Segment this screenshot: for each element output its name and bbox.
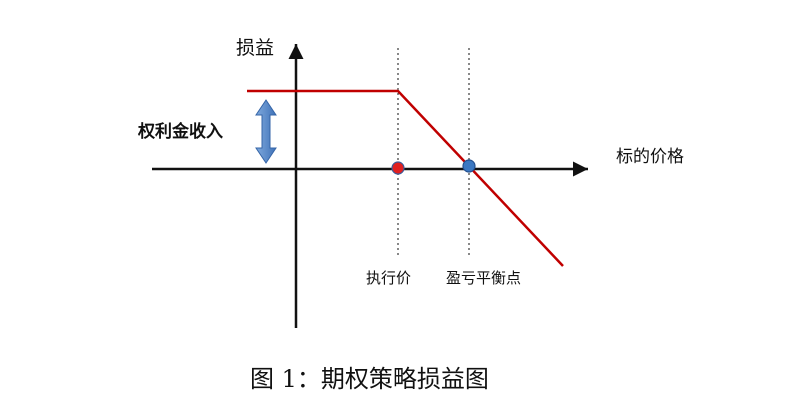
breakeven-point	[462, 159, 476, 173]
figure-caption: 图 1：期权策略损益图	[250, 365, 489, 393]
y-axis-label: 损益	[236, 37, 274, 59]
x-axis-label: 标的价格	[616, 147, 684, 167]
premium-label: 权利金收入	[137, 121, 223, 142]
strike-label: 执行价	[366, 269, 411, 287]
premium-double-arrow	[255, 99, 277, 164]
strike-point	[391, 161, 405, 175]
breakeven-label: 盈亏平衡点	[446, 269, 521, 287]
payoff-line	[247, 89, 564, 267]
